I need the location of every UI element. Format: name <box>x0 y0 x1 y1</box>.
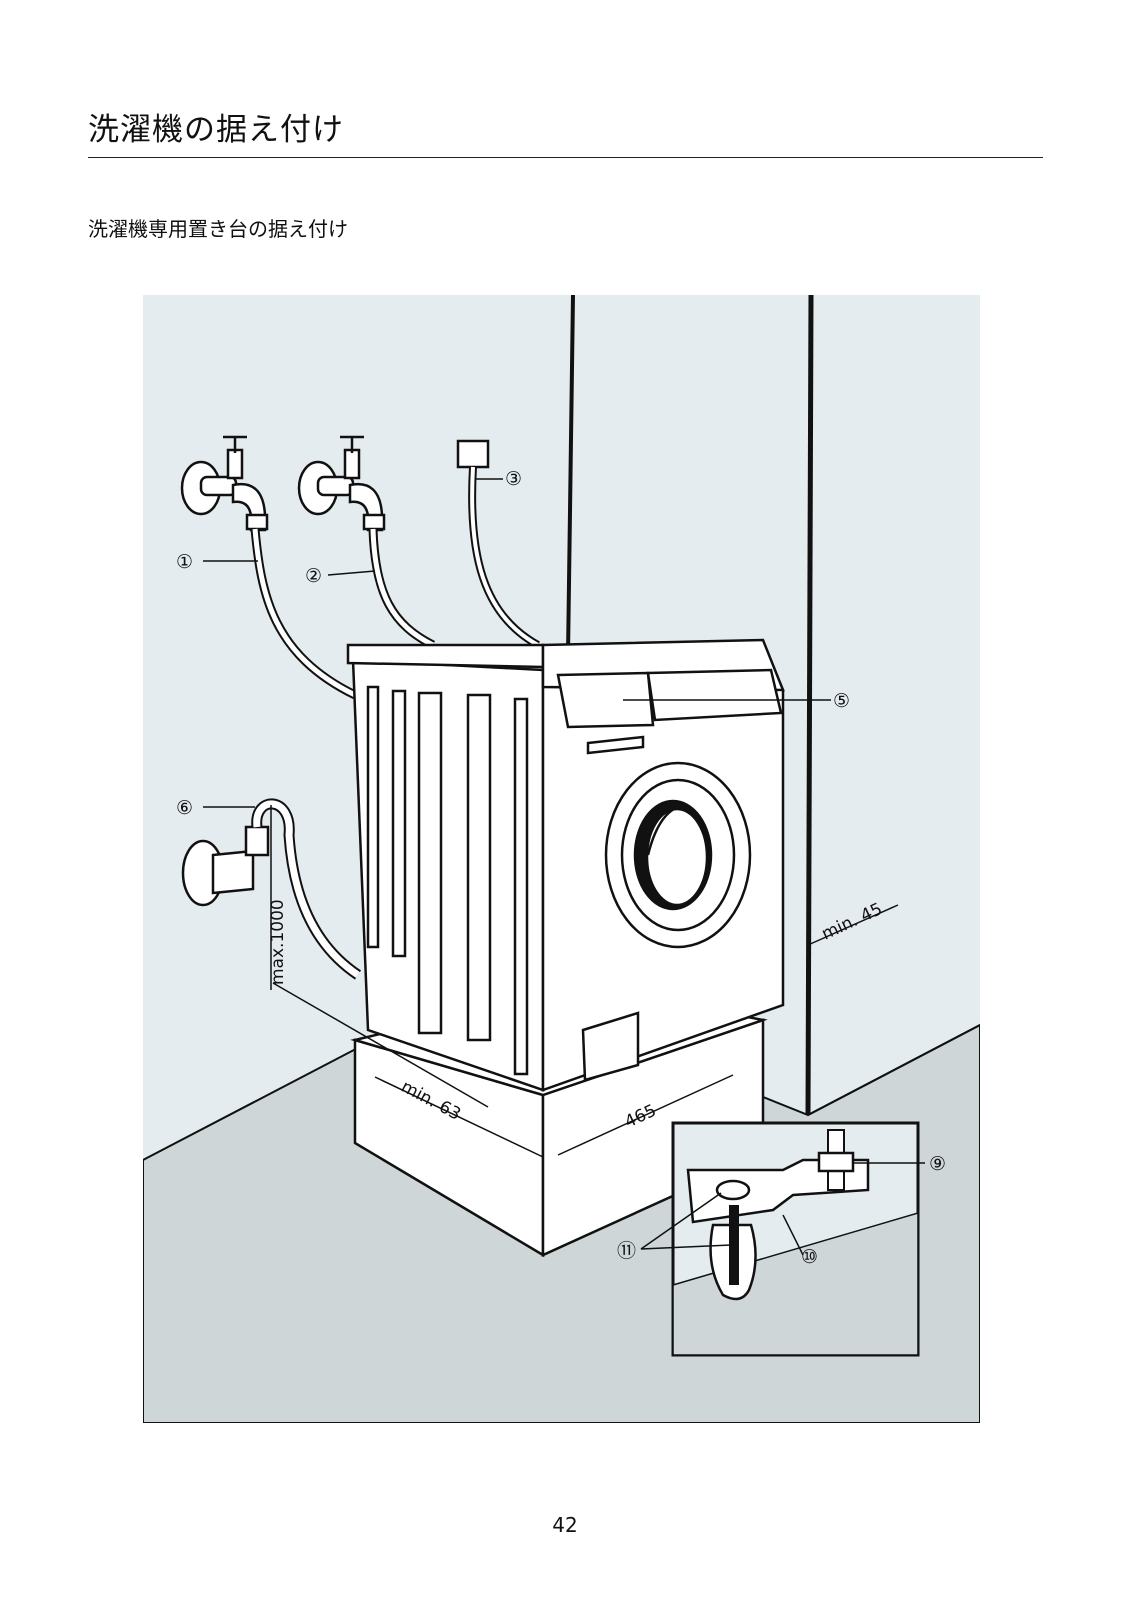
title-divider <box>88 157 1043 158</box>
callout-3: ③ <box>505 468 522 490</box>
callout-1: ① <box>176 551 193 573</box>
callout-6: ⑥ <box>176 797 193 819</box>
power-socket-box <box>456 439 490 469</box>
page-title: 洗濯機の据え付け <box>88 112 344 148</box>
drain-pipe <box>181 825 270 907</box>
callout-11: ⑪ <box>617 1240 636 1262</box>
callout-5: ⑤ <box>833 690 850 712</box>
water-tap-1 <box>180 435 269 532</box>
callout-9: ⑨ <box>929 1153 946 1175</box>
dim-max-height: max.1000 <box>268 899 288 985</box>
callout-2: ② <box>305 565 322 587</box>
installation-illustration: max.1000 min. 63 465 min. 45 ① ② ③ ⑤ ⑥ ⑨… <box>143 295 980 1423</box>
callout-10: ⑩ <box>801 1246 818 1268</box>
page-number: 42 <box>552 1513 578 1537</box>
section-subtitle: 洗濯機専用置き台の据え付け <box>88 217 348 241</box>
washing-machine <box>346 638 785 1092</box>
